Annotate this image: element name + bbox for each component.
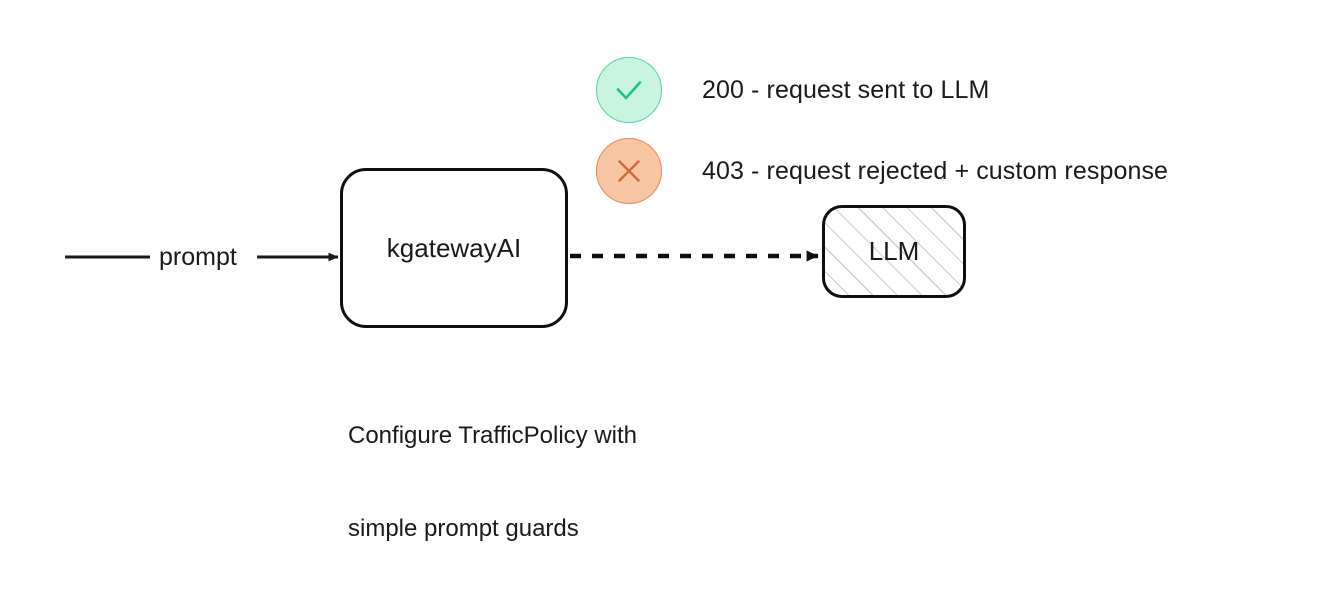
x-circle-icon — [596, 138, 662, 204]
status-row-403: 403 - request rejected + custom response — [596, 138, 1168, 204]
node-kgatewayai[interactable]: kgatewayAI — [340, 168, 568, 328]
status-label-403: 403 - request rejected + custom response — [702, 156, 1169, 185]
caption-line-1: Configure TrafficPolicy with — [348, 422, 638, 449]
status-row-200: 200 - request sent to LLM — [596, 57, 989, 123]
status-label-200: 200 - request sent to LLM — [702, 75, 990, 104]
node-llm-label: LLM — [868, 236, 920, 266]
gateway-caption: Configure TrafficPolicy with simple prom… — [348, 358, 637, 594]
caption-line-2: simple prompt guards — [348, 515, 579, 542]
node-llm[interactable]: LLM — [822, 205, 966, 298]
check-circle-icon — [596, 57, 662, 123]
node-kgatewayai-label: kgatewayAI — [386, 232, 522, 263]
prompt-edge-label: prompt — [150, 243, 246, 272]
